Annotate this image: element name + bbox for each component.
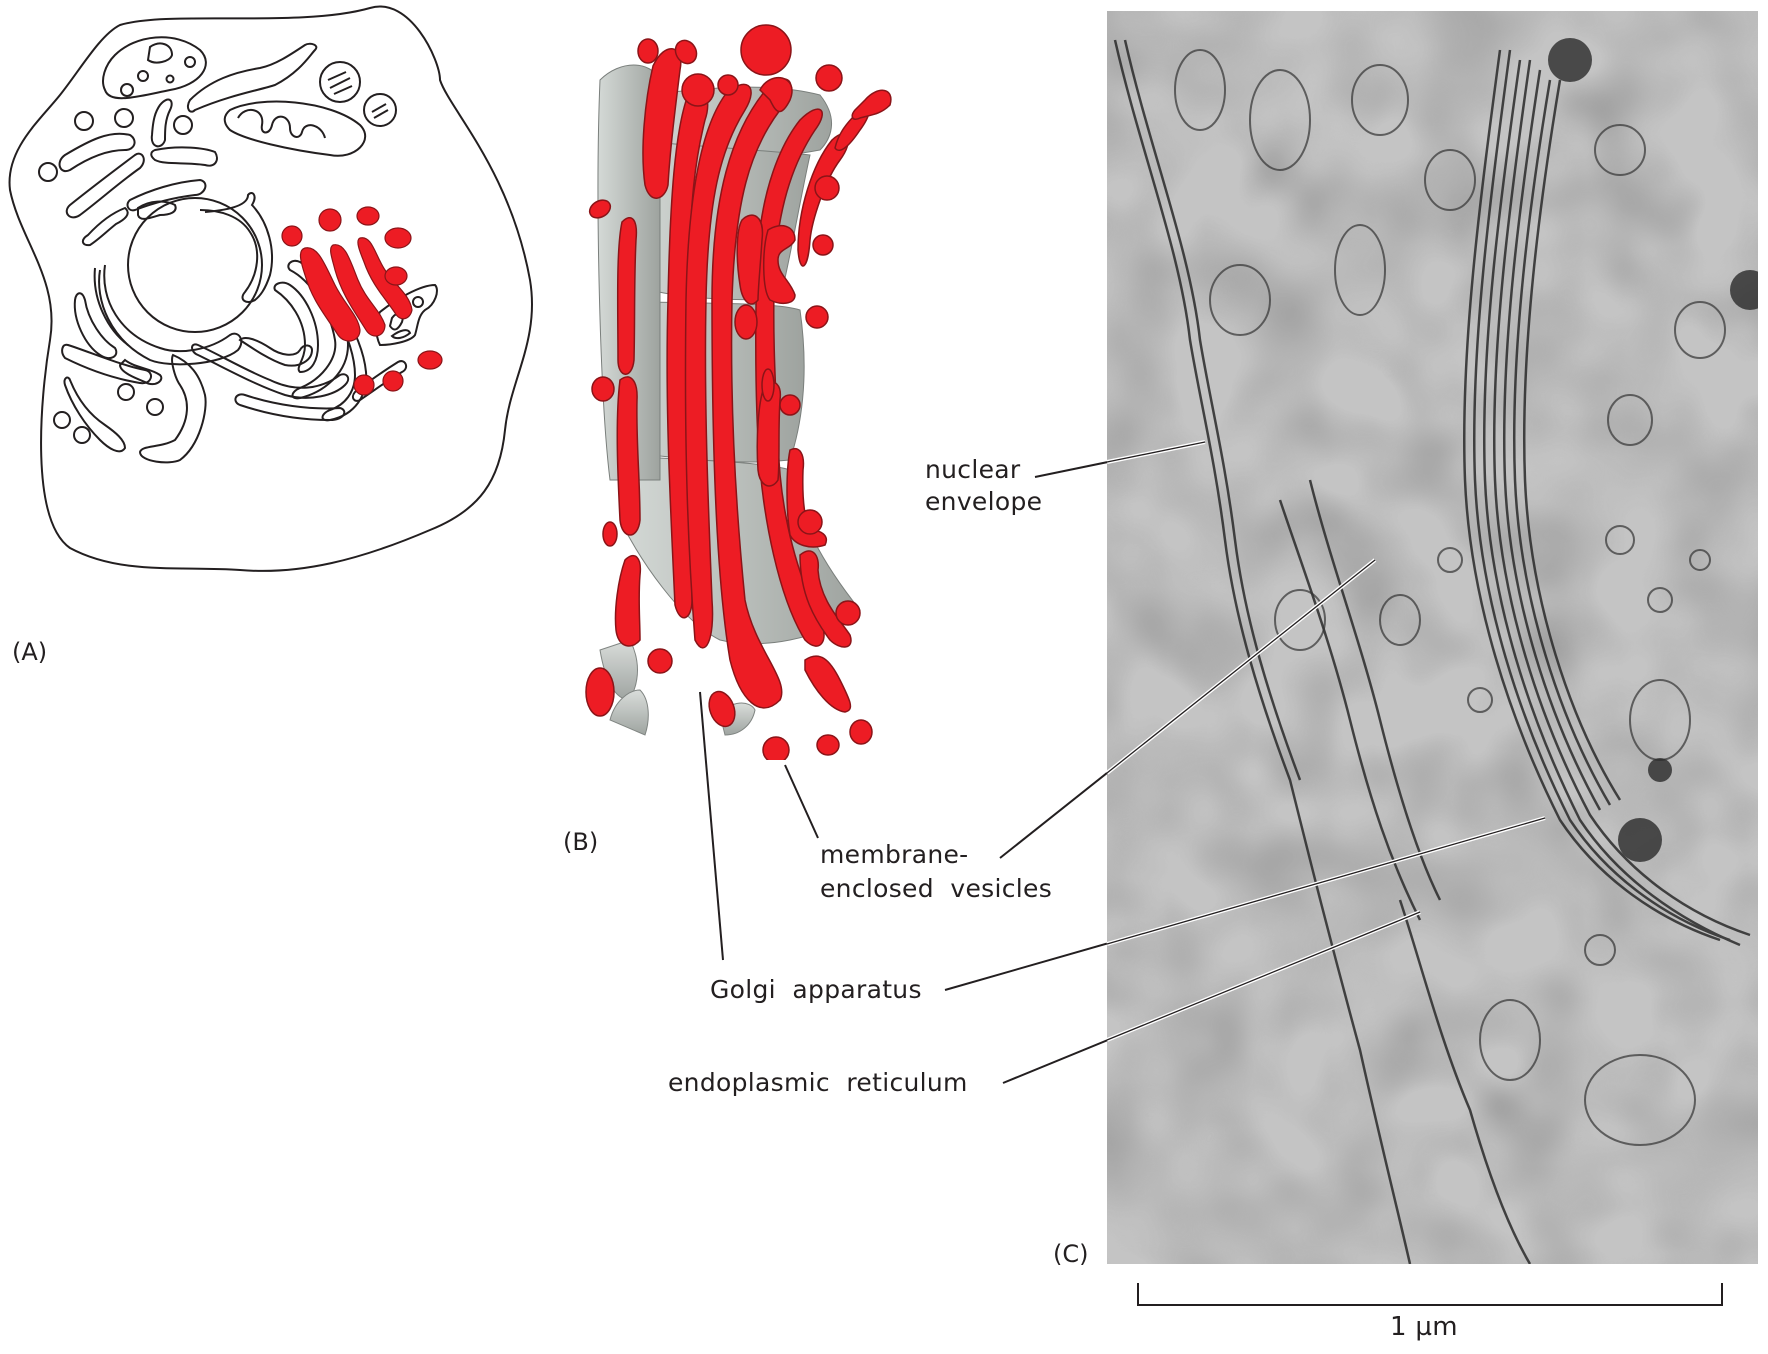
label-vesicles-1: membrane-: [820, 840, 969, 869]
label-nuclear-envelope-2: envelope: [925, 487, 1043, 516]
label-golgi-apparatus: Golgi apparatus: [710, 975, 922, 1004]
cell-membrane: [8, 5, 534, 572]
membrane-enclosed-vesicles: [585, 24, 873, 760]
leader-lines: [699, 440, 1546, 1084]
scale-bar: [1137, 1283, 1723, 1306]
cell-diagram: [8, 5, 534, 572]
panel-label-a: (A): [12, 638, 48, 666]
golgi-3d-drawing: [585, 24, 892, 760]
label-nuclear-envelope-1: nuclear: [925, 455, 1021, 484]
golgi-cisternae: [614, 48, 892, 713]
label-endoplasmic-reticulum: endoplasmic reticulum: [668, 1068, 968, 1097]
panel-label-c: (C): [1053, 1240, 1089, 1268]
label-vesicles-2: enclosed vesicles: [820, 874, 1053, 903]
golgi-highlight-cell: [281, 206, 443, 396]
panel-label-b: (B): [563, 828, 599, 856]
scale-bar-label: 1 µm: [1390, 1312, 1458, 1342]
